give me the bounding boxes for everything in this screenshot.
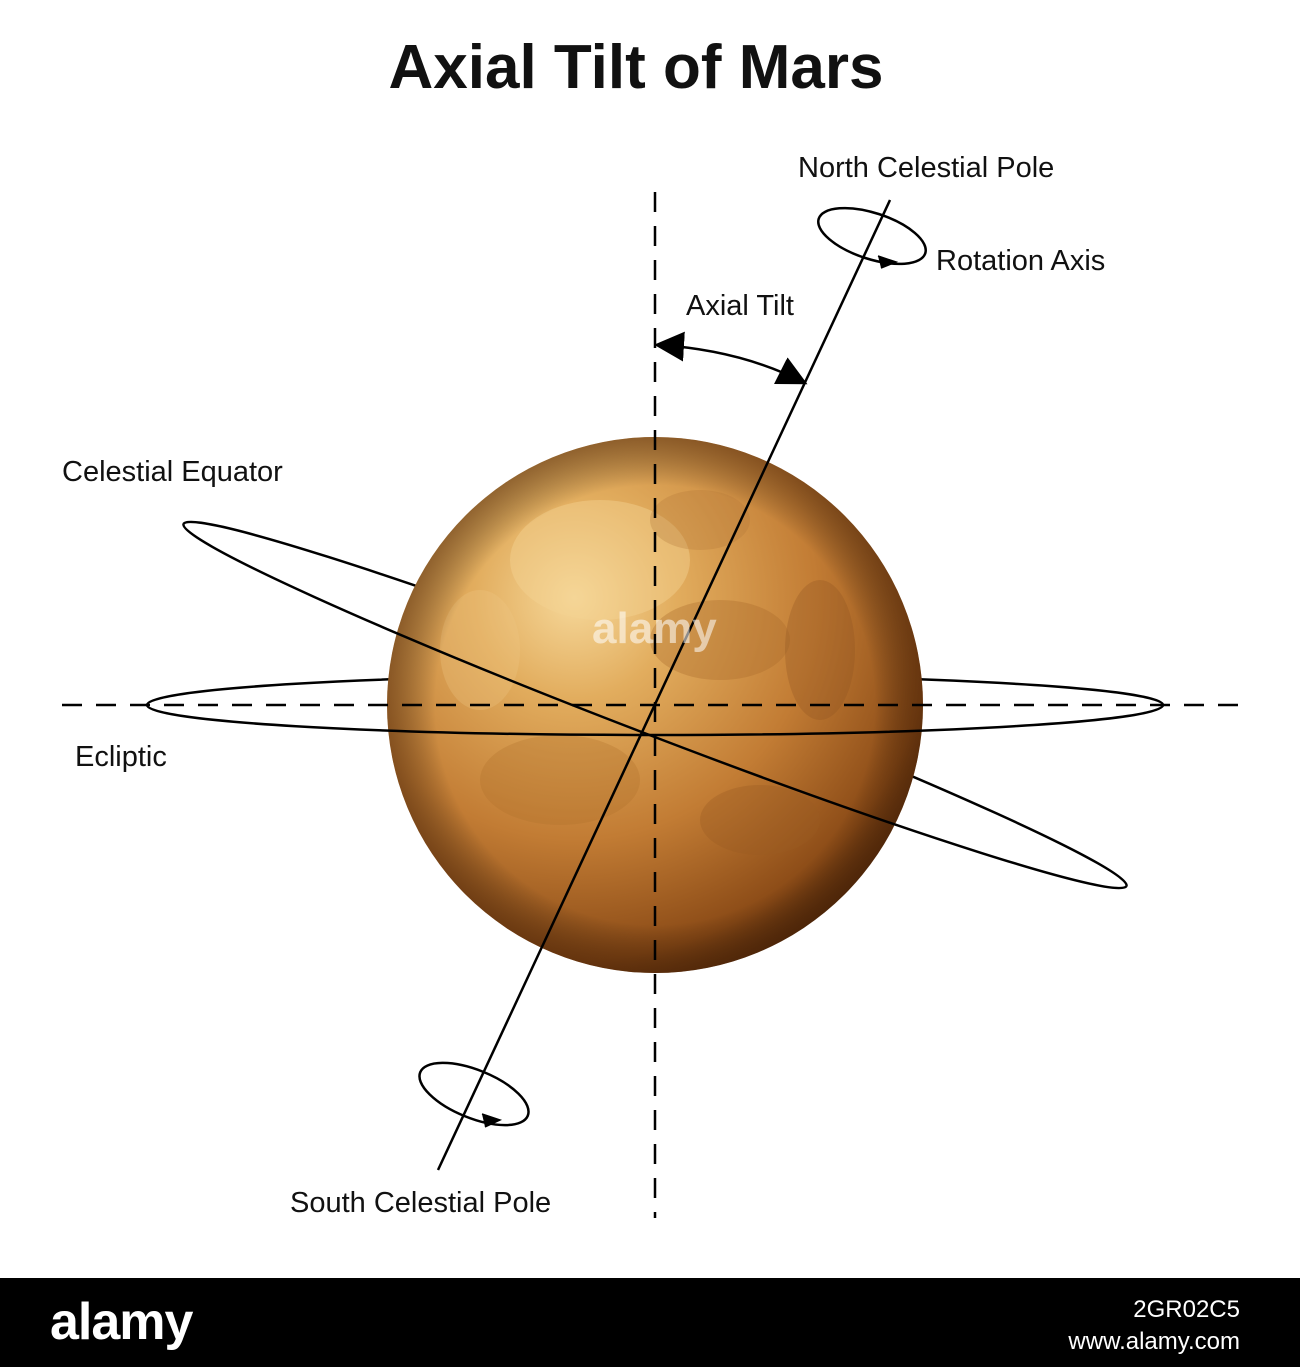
label-axial-tilt: Axial Tilt bbox=[686, 290, 794, 322]
page-title: Axial Tilt of Mars bbox=[388, 33, 884, 102]
label-ecliptic: Ecliptic bbox=[75, 741, 167, 773]
footer-logo: alamy bbox=[50, 1293, 193, 1351]
south-rotation-indicator bbox=[418, 1061, 530, 1128]
rotation-axis-line bbox=[436, 199, 892, 1171]
footer-website: www.alamy.com bbox=[1068, 1328, 1240, 1355]
label-celestial-equator: Celestial Equator bbox=[62, 456, 283, 488]
label-rotation-axis: Rotation Axis bbox=[936, 245, 1106, 277]
north-rotation-indicator bbox=[817, 206, 927, 269]
watermark: alamy bbox=[592, 604, 717, 653]
axial-tilt-diagram bbox=[62, 192, 1250, 1218]
ecliptic-ring-front bbox=[145, 704, 1165, 737]
footer-image-id: 2GR02C5 bbox=[1133, 1296, 1240, 1323]
footer-bar: alamy 2GR02C5 www.alamy.com bbox=[0, 1278, 1300, 1367]
label-south-celestial-pole: South Celestial Pole bbox=[290, 1187, 552, 1219]
label-north-celestial-pole: North Celestial Pole bbox=[798, 152, 1055, 184]
axial-tilt-arc bbox=[654, 331, 808, 385]
footer-image-info: 2GR02C5 www.alamy.com bbox=[1068, 1294, 1240, 1358]
celestial-equator-ring-front bbox=[182, 523, 1128, 890]
